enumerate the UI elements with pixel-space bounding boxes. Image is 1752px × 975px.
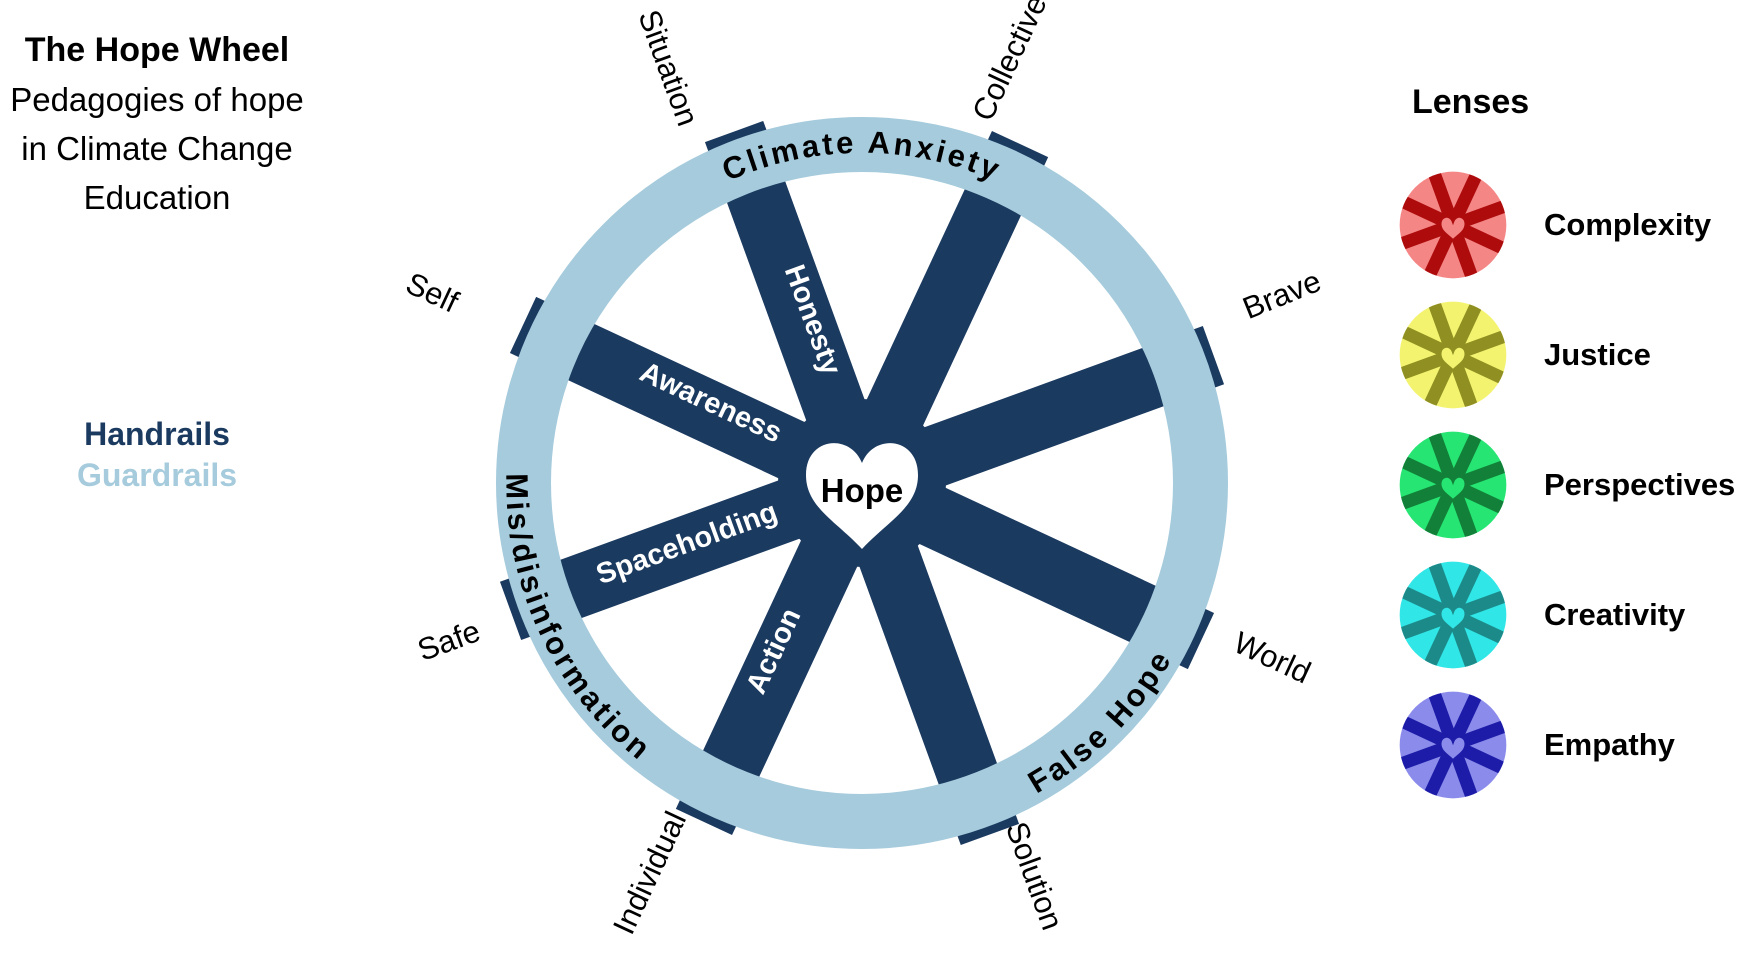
hope-center-label: Hope <box>821 472 904 509</box>
lens-row-justice: Justice <box>1396 290 1752 420</box>
handrails-legend-label: Handrails <box>84 416 230 452</box>
lens-label-perspectives: Perspectives <box>1544 467 1736 502</box>
lens-row-empathy: Empathy <box>1396 680 1752 810</box>
lens-label-complexity: Complexity <box>1544 207 1712 242</box>
empathy-lens-icon <box>1399 691 1507 799</box>
hope-heart-icon <box>806 443 918 549</box>
lens-label-empathy: Empathy <box>1544 727 1675 762</box>
lens-row-perspectives: Perspectives <box>1396 420 1752 550</box>
page-title: The Hope Wheel <box>24 31 290 69</box>
title-block: The Hope Wheel Pedagogies of hope in Cli… <box>0 26 314 222</box>
subtitle-line-3: Education <box>83 179 231 216</box>
subtitle-line-1: Pedagogies of hope <box>10 81 304 118</box>
guardrail-rim <box>496 117 1228 849</box>
lens-label-justice: Justice <box>1544 337 1651 372</box>
lens-label-creativity: Creativity <box>1544 597 1686 632</box>
lens-row-creativity: Creativity <box>1396 550 1752 680</box>
creativity-lens-icon <box>1399 561 1507 669</box>
rim-label-false-hope: False Hope <box>1022 643 1179 800</box>
complexity-lens-icon <box>1399 171 1507 279</box>
lens-rows: Complexity Justice <box>1396 160 1752 810</box>
lenses-heading: Lenses <box>1412 83 1530 121</box>
lens-row-complexity: Complexity <box>1396 160 1752 290</box>
guardrails-legend-label: Guardrails <box>76 457 238 493</box>
justice-lens-icon <box>1399 301 1507 409</box>
subtitle-line-2: in Climate Change <box>21 130 293 167</box>
perspectives-lens-icon <box>1399 431 1507 539</box>
rails-legend: Handrails Guardrails <box>0 414 314 496</box>
lenses-panel: Lenses Complexity <box>1396 84 1752 810</box>
